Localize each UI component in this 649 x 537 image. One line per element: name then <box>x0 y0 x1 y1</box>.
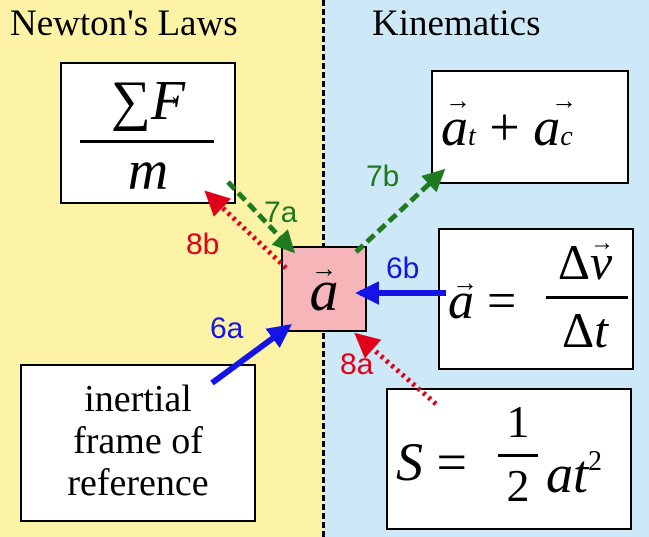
arrow-7b <box>354 168 446 254</box>
fraction-bar <box>498 454 538 457</box>
acceleration-symbol: a <box>309 258 339 323</box>
acceleration-center-box: a → <box>281 246 367 332</box>
at-squared: at2 <box>546 444 603 504</box>
label-8b: 8b <box>186 228 220 261</box>
delta-v-numerator: Δv <box>557 234 613 290</box>
delta-t-denominator: Δt <box>561 302 609 358</box>
half-denominator: 2 <box>506 460 530 511</box>
mass-symbol: m <box>127 140 169 202</box>
inertial-frame-line1: inertial <box>84 378 192 420</box>
half-numerator: 1 <box>506 396 530 447</box>
arrow-6a <box>210 324 292 386</box>
label-6b: 6b <box>386 252 420 285</box>
vector-arrow-icon: → <box>452 268 478 297</box>
fraction-bar <box>546 296 628 299</box>
acceleration-lhs: a = <box>448 273 517 330</box>
vector-arrow-icon: → <box>551 86 577 115</box>
heading-kinematics: Kinematics <box>372 3 541 44</box>
label-7a: 7a <box>264 196 298 229</box>
inertial-frame-line2: frame of <box>73 420 203 462</box>
vector-arrow-icon: → <box>445 86 471 115</box>
inertial-frame-box: inertial frame of reference <box>20 364 256 522</box>
displacement-lhs: S = <box>396 432 467 492</box>
vector-arrow-icon: → <box>311 254 337 283</box>
heading-newtons-laws: Newton's Laws <box>10 3 238 44</box>
fraction-bar <box>80 140 214 143</box>
vector-arrow-icon: → <box>590 230 614 256</box>
displacement-formula-box: S = 1 2 at2 <box>386 388 632 530</box>
tangential-centripetal-box: at + ac → → <box>431 70 629 184</box>
delta-v-over-delta-t-box: a = → Δv → Δt <box>438 228 634 370</box>
label-7b: 7b <box>366 160 400 193</box>
label-8a: 8a <box>340 348 374 381</box>
arrow-8a <box>354 332 438 406</box>
sum-symbol: ∑ <box>110 70 151 132</box>
tangential-plus-centripetal: at + ac <box>441 97 573 157</box>
arrow-7a <box>226 180 296 254</box>
force-vector: F→ <box>150 70 186 132</box>
inertial-frame-line3: reference <box>67 462 209 504</box>
label-6a: 6a <box>210 312 244 345</box>
sum-force-over-mass-box: ∑F→ m <box>60 62 236 204</box>
